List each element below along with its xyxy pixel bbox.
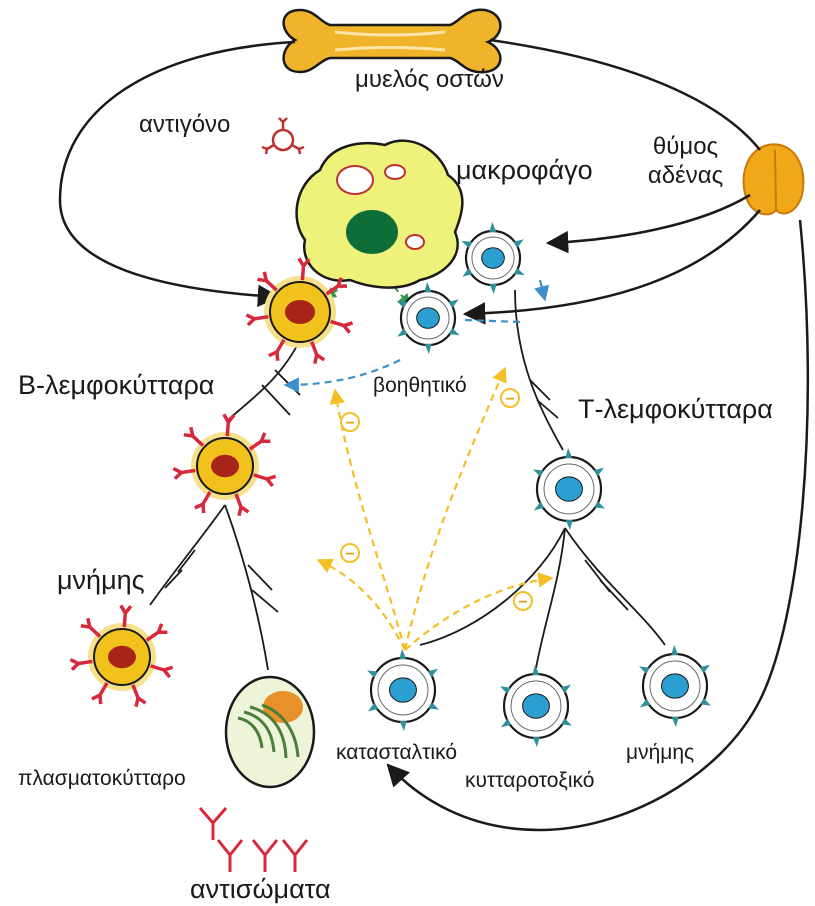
- t-memory-cell: [638, 645, 713, 727]
- receptor-icon: [533, 737, 540, 747]
- t-cell-group: [366, 222, 713, 747]
- receptor-icon: [255, 317, 269, 319]
- thymus-icon: [744, 144, 804, 214]
- bone-marrow-label: μυελός οστών: [355, 68, 455, 92]
- inhibition-sign: −: [345, 415, 354, 432]
- antigen-label: αντιγόνο: [139, 113, 230, 137]
- receptor-icon: [227, 422, 228, 436]
- b-cell-activated: [173, 414, 275, 515]
- inhibition-sign: −: [505, 391, 514, 408]
- receptor-icon: [90, 627, 100, 637]
- b-memory-cell: [70, 605, 172, 706]
- receptor-icon: [399, 649, 406, 659]
- b-lymphocytes-label: Β-λεμφοκύτταρα: [18, 372, 214, 399]
- receptor-icon: [565, 448, 572, 458]
- receptor-icon: [124, 613, 125, 627]
- cytotoxic-t-cell: [499, 665, 574, 747]
- suppressor-t-cell: [366, 649, 441, 731]
- receptor-icon: [400, 721, 407, 731]
- macrophage-label: μακροφάγο: [456, 157, 593, 184]
- receptor-icon: [266, 281, 276, 291]
- suppressor-label: κατασταλτικό: [336, 742, 457, 763]
- t-memory-label: μνήμης: [626, 742, 694, 763]
- receptor-icon: [490, 284, 497, 294]
- inhibition-sign: −: [518, 594, 527, 611]
- b-memory-label: μνήμης: [57, 567, 145, 594]
- receptor-icon: [302, 266, 303, 280]
- receptor-icon: [424, 282, 431, 292]
- t-cell-activated: [532, 448, 607, 530]
- receptor-icon: [489, 222, 496, 232]
- helper-label: βοηθητικό: [373, 375, 467, 396]
- helper-t-cell: [395, 282, 461, 354]
- antigen-icon: [262, 118, 304, 154]
- receptor-icon: [193, 436, 203, 446]
- macrophage-cell: [297, 141, 463, 288]
- receptor-icon: [78, 661, 92, 663]
- inhibition-signs: − − − −: [345, 391, 527, 611]
- plasma-cell-label: πλασματοκύτταρο: [18, 768, 186, 789]
- t-cell-naive: [460, 222, 526, 294]
- plasma-cell: [226, 677, 314, 787]
- t-lymphocytes-label: Τ-λεμφοκύτταρα: [578, 396, 773, 423]
- receptor-icon: [672, 717, 679, 727]
- thymus-label: θύμος αδένας: [638, 133, 733, 191]
- receptor-icon: [181, 470, 195, 472]
- antibodies-label: αντισώματα: [190, 876, 331, 903]
- free-antibodies: [200, 808, 307, 872]
- inhibition-markers: [341, 389, 532, 610]
- inhibition-sign: −: [345, 546, 354, 563]
- receptor-icon: [566, 520, 573, 530]
- receptor-icon: [671, 645, 678, 655]
- receptor-icon: [425, 344, 432, 354]
- cytotoxic-label: κυτταροτοξικό: [465, 770, 594, 791]
- bone-icon: [284, 10, 501, 72]
- b-cell-group: [70, 258, 352, 706]
